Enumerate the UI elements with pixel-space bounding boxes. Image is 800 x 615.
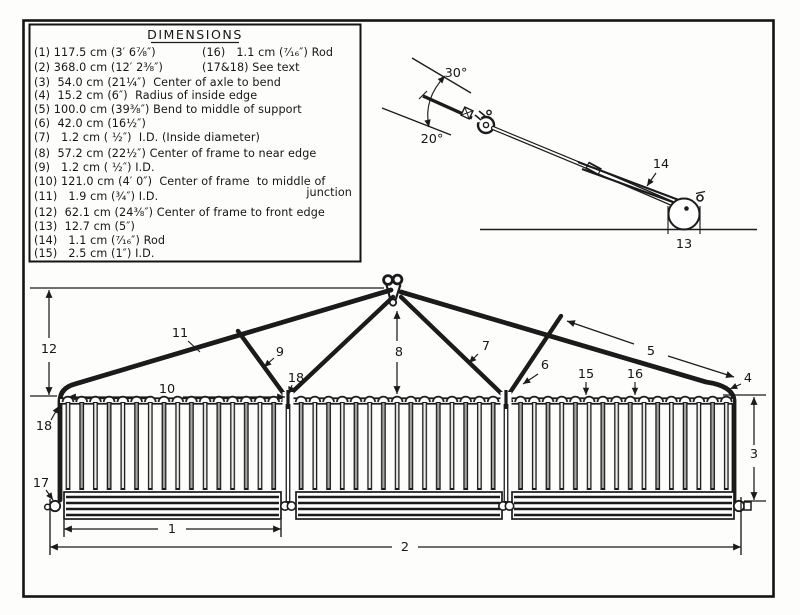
callout-13: 13	[676, 237, 692, 252]
bar-coupling-right	[497, 500, 515, 511]
shackle-clamp	[474, 109, 496, 135]
callout-4: 4	[744, 371, 752, 386]
wheel-hub	[684, 206, 689, 211]
dim-entry-9: (9) 1.2 cm ( ½″) I.D.	[34, 161, 155, 174]
dim-entry-12: (12) 62.1 cm (24⅜″) Center of frame to f…	[34, 206, 325, 219]
angle-lower-label: 20°	[421, 132, 444, 147]
bottom-bar-section-1	[63, 491, 282, 520]
callout-7-leader	[468, 353, 479, 364]
bottom-bar-section-3	[511, 491, 735, 520]
callout-16: 16	[627, 367, 643, 382]
callout-6-leader	[522, 373, 539, 385]
callout-7: 7	[482, 339, 490, 354]
tooth-rod-end-tick	[418, 90, 428, 100]
dim5-line-left	[566, 320, 635, 345]
dim-entry-3: (3) 54.0 cm (21¼″) Center of axle to ben…	[34, 76, 281, 89]
front-view-diagram: 12	[30, 273, 766, 555]
callout-17-leader	[45, 489, 54, 501]
callout-9: 9	[276, 345, 284, 360]
angle-upper-label: 30°	[445, 66, 468, 81]
dim-entry-6: (6) 42.0 cm (16½″)	[34, 117, 146, 130]
bar-end-cap-left	[43, 499, 62, 513]
tine-row	[61, 387, 734, 494]
callout-9-leader	[263, 357, 275, 368]
dimensions-title: DIMENSIONS	[147, 27, 243, 42]
bar-coupling-left	[279, 500, 297, 511]
callout-12: 12	[41, 342, 57, 357]
wheel-clevis-pin	[695, 190, 706, 195]
bottom-bar-section-2	[295, 491, 503, 520]
dim-entry-1: (1) 117.5 cm (3′ 6⅞″)	[34, 46, 156, 59]
dim-entry-2: (2) 368.0 cm (12′ 2⅜″)	[34, 61, 163, 74]
dim-entry-14: (14) 1.1 cm (⁷⁄₁₆″) Rod	[34, 234, 165, 247]
dim-entry-5: (5) 100.0 cm (39⅜″) Bend to middle of su…	[34, 103, 302, 116]
callout-15: 15	[578, 367, 594, 382]
dimensions-table: DIMENSIONS (1) 117.5 cm (3′ 6⅞″) (2) 368…	[28, 23, 362, 263]
callout-14-leader	[646, 172, 657, 187]
side-view-diagram: 30° 20°	[381, 57, 757, 252]
wheel-clevis	[696, 194, 704, 202]
wheel	[667, 197, 701, 231]
dim-entry-17-18: (17&18) See text	[202, 61, 300, 74]
callout-18-mid-leader	[288, 384, 295, 395]
pole-upper-inner	[492, 127, 593, 170]
figure-border	[22, 19, 775, 598]
dim-entry-10: (10) 121.0 cm (4′ 0″) Center of frame to…	[34, 175, 326, 188]
angle-ref-line-lower	[381, 107, 452, 136]
dim-entry-16: (16) 1.1 cm (⁷⁄₁₆″) Rod	[202, 46, 333, 59]
callout-5: 5	[647, 344, 655, 359]
dim-entry-4: (4) 15.2 cm (6″) Radius of inside edge	[34, 89, 257, 102]
dim-entry-11: (11) 1.9 cm (¾″) I.D.	[34, 190, 158, 203]
callout-6: 6	[541, 358, 549, 373]
callout-14: 14	[653, 157, 669, 172]
dim-entry-15: (15) 2.5 cm (1″) I.D.	[34, 247, 155, 260]
callout-11: 11	[172, 326, 188, 341]
apex-hitch-assembly	[382, 273, 404, 307]
callout-4-leader	[729, 383, 742, 390]
callout-17: 17	[33, 476, 49, 491]
dim-entry-8: (8) 57.2 cm (22½″) Center of frame to ne…	[34, 147, 316, 160]
dim5-line-right	[667, 355, 735, 378]
dim-entry-13: (13) 12.7 cm (5″)	[34, 220, 135, 233]
brace-rod-upper	[577, 160, 693, 207]
callout-3: 3	[750, 447, 758, 462]
callout-18-mid: 18	[288, 371, 304, 386]
callout-10: 10	[159, 382, 175, 397]
callout-1: 1	[168, 522, 176, 537]
callout-18-left-leader	[50, 405, 60, 421]
callout-18-left: 18	[36, 419, 52, 434]
callout-2: 2	[401, 540, 409, 555]
callout-8: 8	[395, 345, 403, 360]
bar-end-cap-right	[732, 499, 752, 513]
dim-entry-7: (7) 1.2 cm ( ½″) I.D. (Inside diameter)	[34, 131, 260, 144]
dim-entry-10-wrap: junction	[305, 186, 352, 199]
dimensions-box-border	[28, 23, 362, 263]
clamp-bolt	[460, 106, 474, 120]
angle-ref-line-upper	[411, 57, 472, 94]
callout-11-leader	[187, 340, 201, 353]
